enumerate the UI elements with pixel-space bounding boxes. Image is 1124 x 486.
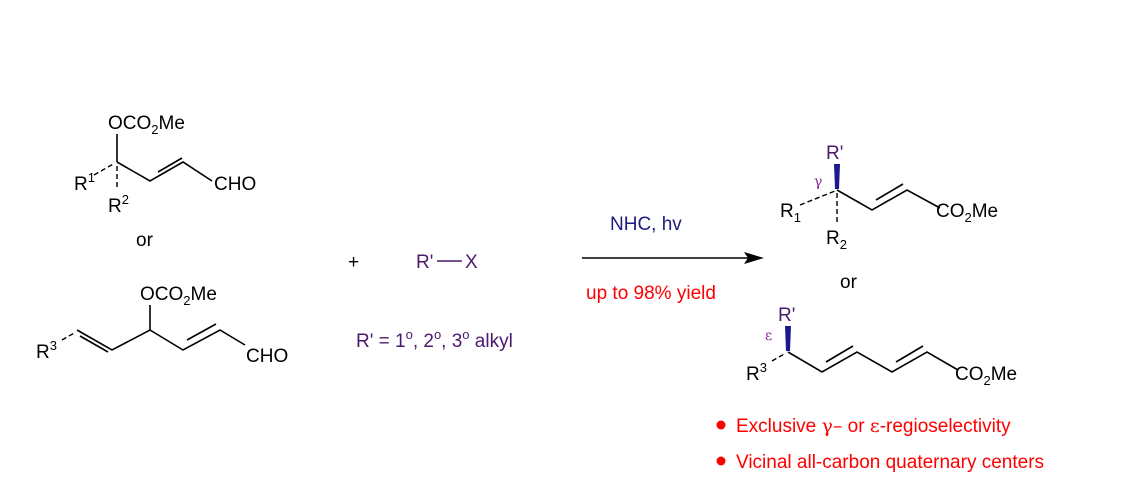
plus-sign: + bbox=[348, 252, 359, 273]
product-1: R' γ R1 R2 CO2Me bbox=[780, 143, 998, 252]
r-prime-definition: R' = 1o, 2o, 3o alkyl bbox=[356, 327, 513, 352]
r-prime-label: R' bbox=[826, 143, 843, 164]
yield-label: up to 98% yield bbox=[586, 283, 716, 304]
ester-label: CO2Me bbox=[955, 364, 1017, 388]
highlight-regioselectivity: Exclusive γ– or ε-regioselectivity bbox=[736, 415, 1011, 437]
reactant-2: OCO2Me R3 CHO bbox=[36, 284, 288, 367]
double-bond bbox=[79, 335, 109, 353]
dashed-bond bbox=[771, 352, 787, 362]
r1-label: R1 bbox=[780, 201, 801, 225]
dashed-bond bbox=[61, 331, 77, 341]
chain bbox=[836, 189, 941, 211]
wedge-bond bbox=[785, 326, 791, 351]
or-label-left: or bbox=[136, 230, 154, 251]
reaction-arrow: NHC, hv up to 98% yield bbox=[582, 214, 764, 304]
highlights: Exclusive γ– or ε-regioselectivity Vicin… bbox=[716, 415, 1044, 473]
arrow-head-icon bbox=[744, 252, 764, 264]
r1-label: R1 bbox=[74, 170, 95, 195]
double-bond bbox=[895, 345, 924, 363]
highlight-quaternary-centers: Vicinal all-carbon quaternary centers bbox=[736, 452, 1044, 473]
r-prime-label: R' bbox=[416, 252, 433, 273]
wedge-bond bbox=[834, 164, 840, 189]
epsilon-label: ε bbox=[765, 328, 772, 344]
dashed-bond bbox=[93, 162, 116, 176]
gamma-label: γ bbox=[814, 174, 822, 190]
chain bbox=[787, 351, 959, 373]
leaving-group-label: OCO2Me bbox=[108, 113, 185, 137]
chain bbox=[76, 329, 246, 351]
aldehyde-label: CHO bbox=[246, 346, 288, 367]
double-bond bbox=[825, 345, 854, 363]
chain bbox=[116, 161, 213, 182]
bullet-icon bbox=[716, 420, 726, 430]
r2-label: R2 bbox=[826, 228, 847, 252]
halide-label: X bbox=[465, 252, 478, 273]
r3-label: R3 bbox=[746, 360, 767, 385]
r3-label: R3 bbox=[36, 338, 57, 363]
double-bond bbox=[186, 323, 217, 341]
r-prime-label: R' bbox=[778, 305, 795, 326]
dashed-bond bbox=[799, 190, 836, 206]
bullet-icon bbox=[716, 456, 726, 466]
product-2: R' ε R3 CO2Me bbox=[746, 305, 1017, 388]
double-bond bbox=[875, 183, 904, 201]
ester-label: CO2Me bbox=[936, 201, 998, 225]
conditions-label: NHC, hv bbox=[610, 214, 682, 235]
double-bond bbox=[157, 157, 183, 173]
reactant-1: OCO2Me R1 R2 CHO bbox=[74, 113, 256, 217]
r2-label: R2 bbox=[108, 192, 129, 217]
alkyl-halide: R' X R' = 1o, 2o, 3o alkyl bbox=[356, 252, 513, 352]
or-label-right: or bbox=[840, 272, 858, 293]
leaving-group-label: OCO2Me bbox=[140, 284, 217, 308]
aldehyde-label: CHO bbox=[214, 174, 256, 195]
